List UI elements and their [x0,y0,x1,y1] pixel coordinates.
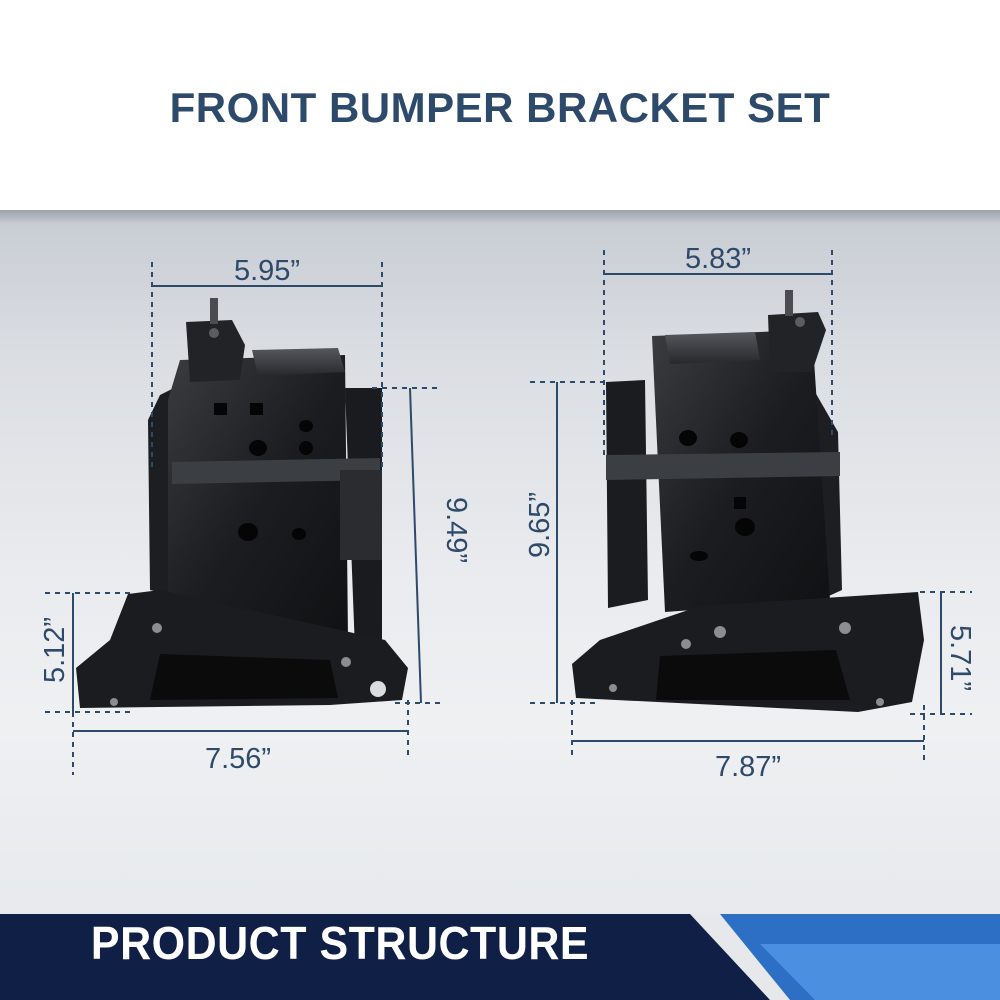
right-round-hole-3 [735,518,755,536]
right-square-hole [734,497,746,509]
right-base-opening [656,650,850,700]
left-base-opening [150,654,338,700]
left-round-hole-5 [292,528,306,540]
left-round-hole-3 [299,441,313,455]
footer-accent-stripe-light [760,944,1000,1000]
left-square-hole-2 [250,403,263,415]
footer-banner [0,914,1000,1000]
left-height-label: 9.49” [440,497,472,563]
left-ridge [172,458,380,484]
left-round-hole-2 [299,420,313,432]
right-base-bolt-5 [876,698,884,706]
left-stud-nut [209,328,219,338]
stage-top-shadow [0,210,1000,224]
right-ridge [606,452,840,480]
left-main-box [168,355,348,640]
left-base-bolt-3 [110,698,118,706]
right-base-width-label: 7.87” [715,751,781,783]
left-bracket [76,298,408,708]
right-bracket [572,290,924,712]
left-top-width-label: 5.95” [234,255,300,287]
right-top-cap [665,332,760,364]
left-mount-tab [186,320,245,382]
left-base-bolt [152,623,162,633]
right-round-hole [679,430,697,446]
right-top-width-label: 5.83” [685,243,751,275]
left-top-cap [252,348,345,376]
left-base-bolt-2 [341,657,351,667]
right-side-flange [606,380,648,608]
footer-label: PRODUCT STRUCTURE [90,918,590,970]
title-band [0,0,1000,210]
left-round-hole-4 [238,523,258,541]
right-height-label: 9.65” [524,492,556,558]
right-stud [785,290,793,316]
footer-dark-panel [0,914,770,1000]
left-base-height-label: 5.12” [39,617,71,683]
right-base-bolt [714,626,726,638]
right-mount-tab [768,312,826,372]
right-stud-nut [795,317,805,327]
left-square-hole [214,403,227,415]
left-rib [340,470,382,560]
right-round-hole-2 [730,432,748,448]
left-round-hole [249,440,267,456]
left-base-hole [370,681,386,697]
left-stud [210,298,218,324]
right-dimension-lines [530,250,972,760]
right-base-bolt-4 [609,684,617,692]
right-base-height-label: 5.71” [944,625,976,691]
left-dimension-lines [45,262,440,775]
right-base-bolt-3 [681,639,691,649]
page-title: FRONT BUMPER BRACKET SET [169,84,831,131]
left-height-line [409,387,422,704]
left-base-width-label: 7.56” [205,743,271,775]
right-slot-hole [690,551,708,561]
right-base-bolt-2 [839,622,851,634]
